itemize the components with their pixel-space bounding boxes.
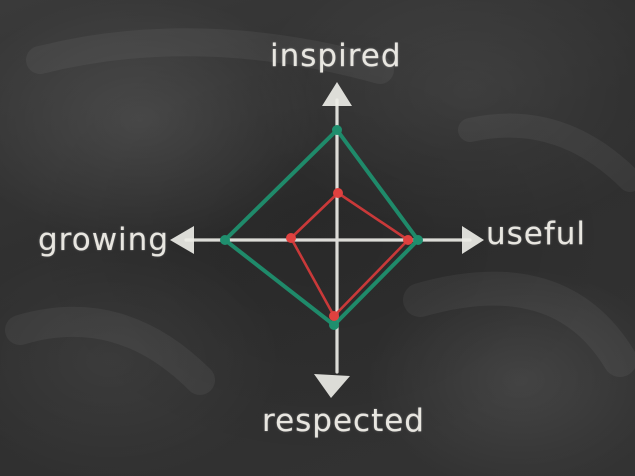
inner-point-bottom <box>329 311 339 321</box>
outer-point-left <box>220 235 230 245</box>
inner-diamond <box>289 191 410 318</box>
inner-point-top <box>333 188 343 198</box>
inner-point-left <box>286 233 296 243</box>
arrow-left-icon <box>170 226 194 254</box>
label-respected: respected <box>262 403 425 439</box>
inner-diamond-points <box>286 188 413 321</box>
label-inspired: inspired <box>270 38 402 74</box>
arrow-up-icon <box>322 82 352 106</box>
arrow-down-icon <box>314 374 350 398</box>
label-growing: growing <box>38 222 169 258</box>
outer-point-top <box>332 125 342 135</box>
arrow-right-icon <box>462 226 484 254</box>
label-useful: useful <box>486 216 587 252</box>
arrowheads <box>170 82 484 398</box>
inner-point-right <box>403 235 413 245</box>
outer-diamond-points <box>220 125 423 330</box>
outer-point-bottom <box>329 320 339 330</box>
outer-point-right <box>413 235 423 245</box>
chalk-smudges <box>5 28 635 395</box>
